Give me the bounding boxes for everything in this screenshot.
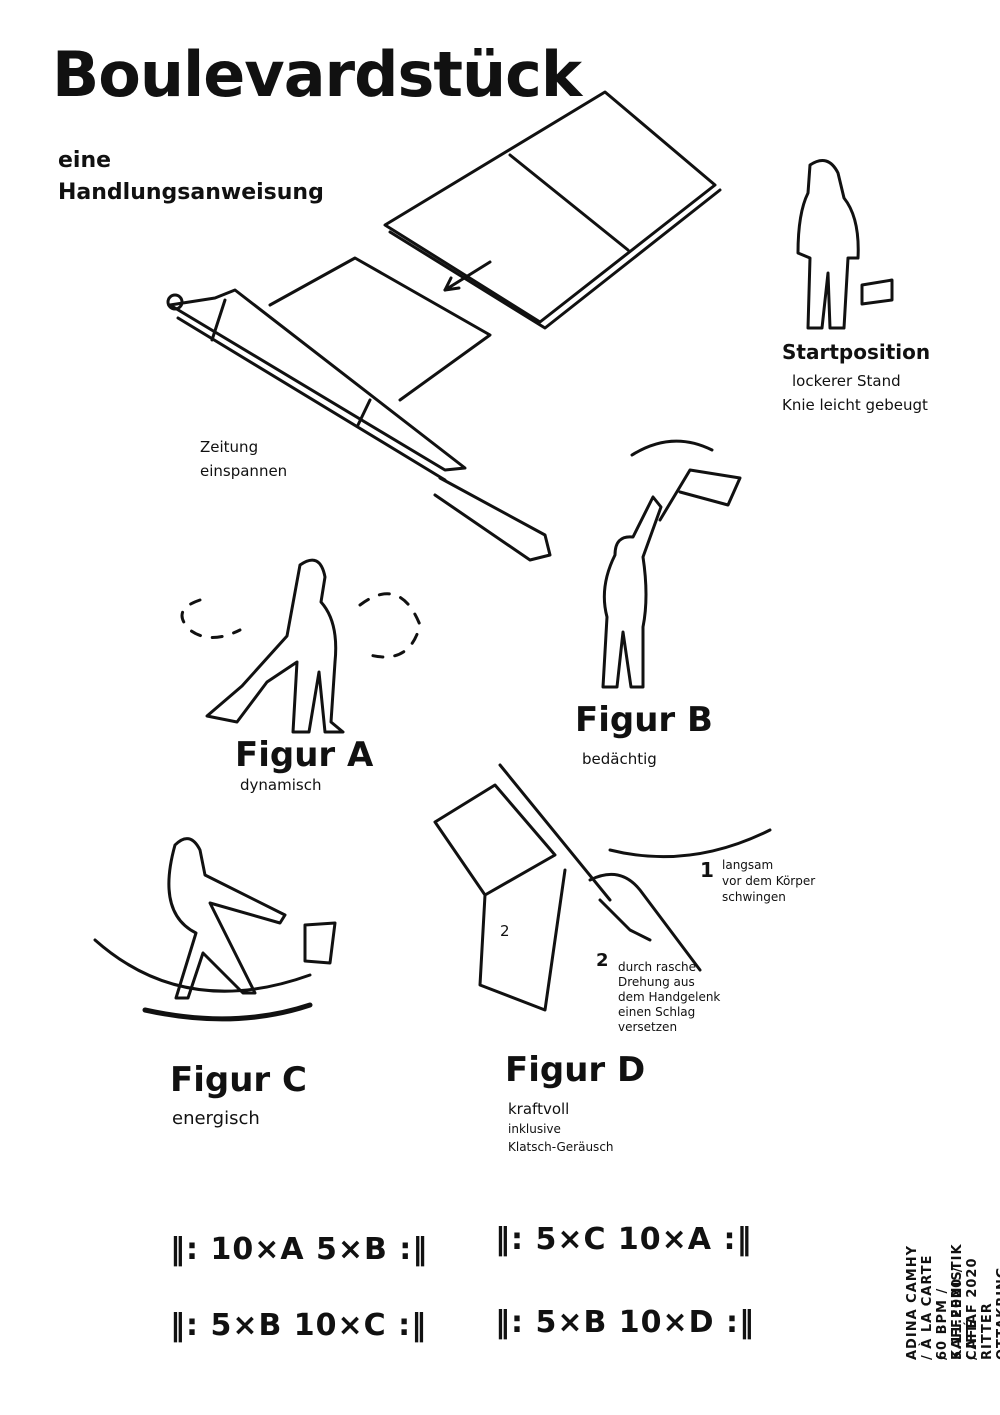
subtitle-line2: Handlungsanweisung xyxy=(58,180,324,205)
figure-a-title: Figur A xyxy=(235,735,374,775)
sequence-2: ‖: 5×C 10×A :‖ xyxy=(495,1222,753,1257)
figure-d xyxy=(433,763,772,1012)
step2-number: 2 xyxy=(596,950,609,971)
step2-line1: durch rasche xyxy=(618,960,697,974)
start-position-line2: Knie leicht gebeugt xyxy=(782,396,928,414)
sequence-1: ‖: 10×A 5×B :‖ xyxy=(170,1232,429,1267)
step1-line2: vor dem Körper xyxy=(722,874,816,888)
start-position-line1: lockerer Stand xyxy=(792,372,901,390)
credits-line2: 60 BPM / 5.11.2020 / CAFÉ RITTER OTTAKRI… xyxy=(935,1266,1000,1360)
sequence-4: ‖: 5×B 10×D :‖ xyxy=(495,1305,755,1340)
figure-b-desc: bedächtig xyxy=(582,750,657,768)
poster-title: Boulevardstück xyxy=(52,38,582,111)
step2-line2: Drehung aus xyxy=(618,975,695,989)
step2-line5: versetzen xyxy=(618,1020,678,1034)
newspaper-label-line1: Zeitung xyxy=(200,438,259,456)
newspaper-illustration xyxy=(268,90,722,402)
figure-c-desc: energisch xyxy=(172,1108,260,1129)
start-figure xyxy=(796,159,894,330)
figure-d-title: Figur D xyxy=(505,1050,646,1090)
figure-a xyxy=(180,558,422,734)
step2-line3: dem Handgelenk xyxy=(618,990,721,1004)
step1-number: 1 xyxy=(700,858,714,882)
figure-d-desc1: kraftvoll xyxy=(508,1100,570,1118)
figure-d-desc2: inklusive xyxy=(508,1122,561,1136)
figure-d-desc3: Klatsch-Geräusch xyxy=(508,1140,614,1154)
flag-mark-2: 2 xyxy=(500,922,510,940)
sequence-3: ‖: 5×B 10×C :‖ xyxy=(170,1308,428,1343)
figure-b xyxy=(601,439,742,689)
figure-a-desc: dynamisch xyxy=(240,776,322,794)
step1-line1: langsam xyxy=(722,858,774,872)
flag-pole-illustration xyxy=(166,288,552,562)
step1-line3: schwingen xyxy=(722,890,786,904)
figure-c xyxy=(93,837,337,1022)
figure-c-title: Figur C xyxy=(170,1060,307,1100)
step2-line4: einen Schlag xyxy=(618,1005,696,1019)
figure-b-title: Figur B xyxy=(575,700,713,740)
start-position-title: Startposition xyxy=(782,340,931,364)
subtitle-line1: eine xyxy=(58,148,112,173)
newspaper-label-line2: einspannen xyxy=(200,462,288,480)
